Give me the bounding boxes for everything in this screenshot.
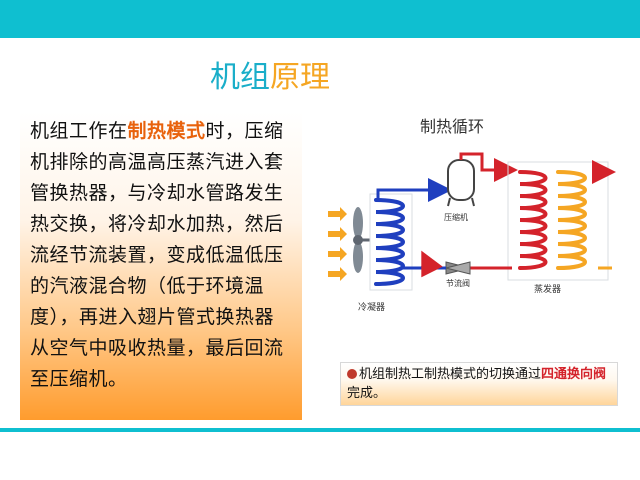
low-pressure-line (400, 256, 446, 270)
note-box: 机组制热工制热模式的切换通过四通换向阀完成。 (340, 362, 618, 406)
airflow-arrows (328, 207, 347, 281)
note-seg1: 机组制热工制热模式的切换通过 (359, 367, 542, 382)
description-seg1: 机组工作在 (30, 120, 128, 142)
compressor-icon (447, 159, 475, 207)
suction-line (376, 178, 452, 202)
slide-title: 机组原理 (210, 58, 330, 98)
condenser-label: 冷凝器 (358, 301, 385, 313)
slide-title-part2: 原理 (270, 60, 330, 95)
bullet-icon (347, 369, 357, 379)
description-seg2: 时，压缩机排除的高温高压蒸汽进入套管换热器，与冷却水管路发生热交换，将冷却水加热… (30, 120, 284, 390)
expansion-valve-label: 节流阀 (446, 278, 470, 288)
compressor-label: 压缩机 (444, 212, 468, 222)
note-highlight: 四通换向阀 (541, 367, 607, 382)
evaporator-coil (507, 161, 609, 281)
evaporator-label: 蒸发器 (534, 283, 561, 295)
description-text: 机组工作在制热模式时，压缩机排除的高温高压蒸汽进入套管换热器，与冷却水管路发生热… (30, 116, 292, 395)
fan-icon (353, 207, 370, 273)
discharge-line (459, 152, 518, 182)
footer-line (0, 428, 640, 432)
flow-arrow (421, 250, 443, 278)
slide-title-part1: 机组 (210, 60, 270, 95)
heating-cycle-diagram: 制热循环 冷凝器 压缩机 蒸发器 (328, 117, 616, 313)
description-highlight: 制热模式 (127, 120, 206, 142)
diagram-title: 制热循环 (420, 117, 484, 136)
header-bar (0, 0, 640, 38)
expansion-valve-icon (445, 261, 471, 275)
description-box: 机组工作在制热模式时，压缩机排除的高温高压蒸汽进入套管换热器，与冷却水管路发生热… (20, 112, 302, 420)
note-seg2: 完成。 (347, 386, 387, 401)
condenser-coil (369, 193, 413, 291)
